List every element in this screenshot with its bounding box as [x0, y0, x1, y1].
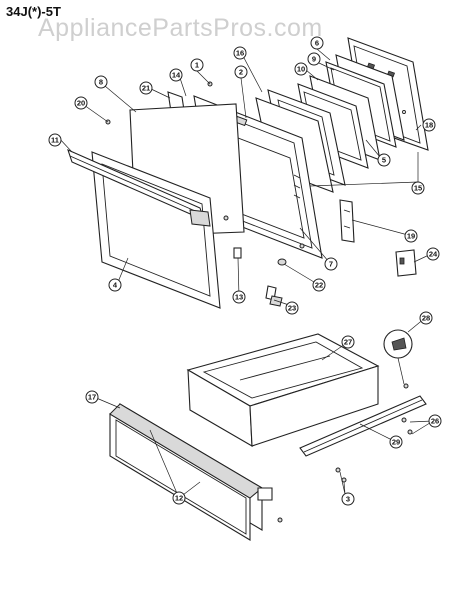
callout-18: 18: [422, 118, 436, 132]
drawer-assembly: [109, 329, 427, 541]
callout-label-20: 20: [77, 99, 85, 108]
callout-3: 3: [341, 492, 355, 506]
watermark-text: AppliancePartsPros.com: [38, 14, 323, 42]
callout-19: 19: [404, 229, 418, 243]
callout-label-23: 23: [288, 304, 296, 313]
door-glass-screw: [223, 215, 229, 221]
callout-label-4: 4: [113, 281, 118, 290]
callout-label-8: 8: [99, 78, 103, 87]
callout-label-16: 16: [236, 49, 244, 58]
callout-label-3: 3: [346, 495, 350, 504]
door-handle: [67, 148, 211, 227]
drawer-rail-screw-2: [341, 477, 347, 483]
callout-13: 13: [232, 290, 246, 304]
slide-screw: [401, 417, 407, 423]
callout-20: 20: [74, 96, 88, 110]
callout-label-24: 24: [429, 250, 438, 259]
callout-label-1: 1: [195, 61, 199, 70]
door-liner-screw: [299, 243, 305, 249]
callout-label-13: 13: [235, 293, 243, 302]
callout-15: 15: [411, 181, 425, 195]
callout-label-21: 21: [142, 84, 150, 93]
callout-7: 7: [324, 257, 338, 271]
storage-drawer-body: [186, 333, 380, 447]
callout-24: 24: [426, 247, 440, 261]
callout-label-9: 9: [312, 55, 316, 64]
callout-17: 17: [85, 390, 99, 404]
callout-label-14: 14: [172, 71, 181, 80]
callout-26: 26: [428, 414, 442, 428]
model-number: 34J(*)-5T: [6, 4, 61, 19]
door-hinge: [339, 199, 355, 243]
callout-label-18: 18: [425, 121, 433, 130]
callout-label-26: 26: [431, 417, 439, 426]
drawer-clip-inset: [383, 329, 413, 385]
callout-11: 11: [48, 133, 62, 147]
callout-8: 8: [94, 75, 108, 89]
outer-door-frame: [91, 151, 221, 309]
callout-label-28: 28: [422, 314, 430, 323]
door-assembly: [67, 37, 429, 309]
drawer-front-panel: [109, 403, 273, 541]
callout-27: 27: [341, 335, 355, 349]
callout-16: 16: [233, 46, 247, 60]
drawer-slide-rail: [299, 395, 427, 457]
callout-22: 22: [312, 278, 326, 292]
callout-12: 12: [172, 491, 186, 505]
callout-label-10: 10: [297, 65, 305, 74]
callout-28: 28: [419, 311, 433, 325]
hinge-screw: [277, 258, 287, 266]
callout-label-12: 12: [175, 494, 183, 503]
callout-label-6: 6: [315, 39, 319, 48]
callout-2: 2: [234, 65, 248, 79]
callout-label-11: 11: [51, 136, 59, 145]
callout-label-7: 7: [329, 260, 333, 269]
door-stop-bracket: [233, 247, 242, 259]
callout-14: 14: [169, 68, 183, 82]
callout-23: 23: [285, 301, 299, 315]
callout-29: 29: [389, 435, 403, 449]
callout-9: 9: [307, 52, 321, 66]
callout-label-22: 22: [315, 281, 323, 290]
callout-1: 1: [190, 58, 204, 72]
callout-label-19: 19: [407, 232, 415, 241]
panel-screw: [277, 517, 283, 523]
callout-label-17: 17: [88, 393, 96, 402]
callout-label-2: 2: [239, 68, 243, 77]
slide-screw-2: [407, 429, 413, 435]
hinge-receiver: [395, 249, 417, 277]
callout-4: 4: [108, 278, 122, 292]
callout-10: 10: [294, 62, 308, 76]
callout-label-29: 29: [392, 438, 400, 447]
callout-21: 21: [139, 81, 153, 95]
clip-screw: [403, 383, 409, 389]
callout-label-27: 27: [344, 338, 352, 347]
drawer-rail-screw: [335, 467, 341, 473]
callout-6: 6: [310, 36, 324, 50]
callout-5: 5: [377, 153, 391, 167]
callout-label-15: 15: [414, 184, 422, 193]
callout-label-5: 5: [382, 156, 386, 165]
